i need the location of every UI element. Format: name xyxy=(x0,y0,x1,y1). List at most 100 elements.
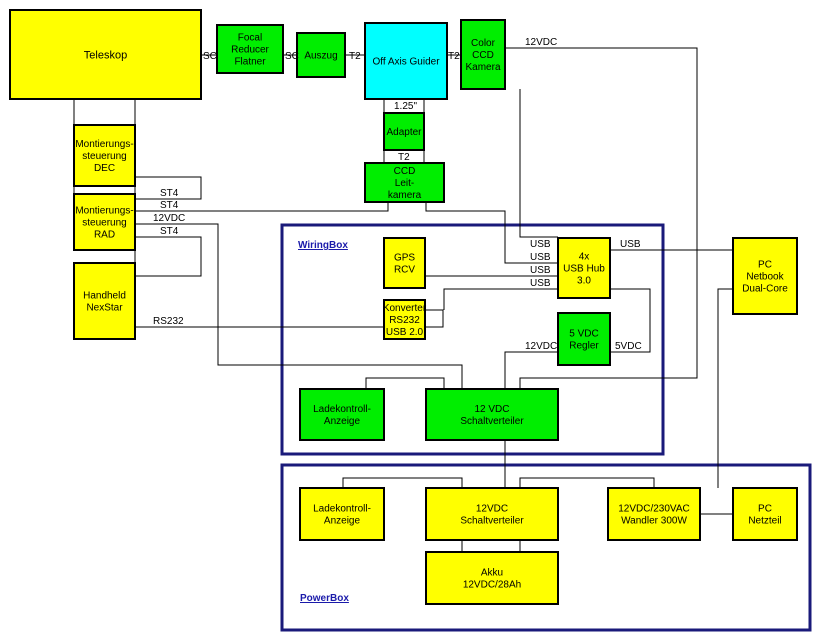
label-inch: 1.25" xyxy=(394,101,417,112)
block-adapter: Adapter xyxy=(383,112,425,151)
block-ladekontroll-pb-text: Anzeige xyxy=(324,516,361,527)
block-ccdleit-text: Leit- xyxy=(395,178,414,189)
block-handheld-box xyxy=(73,262,136,340)
block-teleskop-box xyxy=(9,9,202,100)
label-sc-1: SC xyxy=(203,51,217,62)
block-focal-text: Reducer xyxy=(231,45,269,56)
block-focal-text: Flatner xyxy=(234,57,266,68)
block-mont-rad-text: Montierungs- xyxy=(75,206,133,217)
block-teleskop: Teleskop xyxy=(9,9,202,100)
label-sc-2: SC xyxy=(285,51,299,62)
block-pc-netbook-text: PC xyxy=(758,260,772,271)
block-oag-box xyxy=(364,22,448,100)
block-konverter-text: RS232 xyxy=(389,315,420,326)
block-akku-text: 12VDC/28Ah xyxy=(463,580,521,591)
block-oag-text: Off Axis Guider xyxy=(372,57,440,68)
label-12vdc-rad: 12VDC xyxy=(153,213,185,224)
block-oag: Off Axis Guider xyxy=(364,22,448,100)
block-regler-text: Regler xyxy=(569,341,599,352)
block-gps-box xyxy=(383,237,426,289)
block-handheld-text: NexStar xyxy=(86,303,123,314)
block-konverter-text: Konverter xyxy=(383,303,427,314)
block-teleskop-text: Teleskop xyxy=(84,49,127,61)
block-usbhub-box xyxy=(557,237,611,299)
block-pc-netzteil-box xyxy=(732,487,798,541)
block-schaltverteiler-wb-box xyxy=(425,388,559,441)
block-auszug: Auszug xyxy=(296,32,346,78)
block-pc-netzteil-text: Netzteil xyxy=(748,516,781,527)
label-usb-1: USB xyxy=(530,239,551,250)
label-t2-3: T2 xyxy=(398,152,410,163)
label-usb-2: USB xyxy=(530,252,551,263)
block-schaltverteiler-wb-text: 12 VDC xyxy=(474,404,509,415)
block-mont-rad-text: RAD xyxy=(94,230,115,241)
powerbox-frame xyxy=(280,463,812,632)
block-pc-netbook-text: Dual-Core xyxy=(742,284,788,295)
block-ladekontroll-pb-box xyxy=(299,487,385,541)
block-usbhub-text: 3.0 xyxy=(577,276,591,287)
block-ladekontroll-pb-text: Ladekontroll- xyxy=(313,504,371,515)
block-ladekontroll-wb: Ladekontroll-Anzeige xyxy=(299,388,385,441)
block-konverter-text: USB 2.0 xyxy=(386,327,424,338)
block-colorccd-box xyxy=(460,19,506,90)
label-rs232: RS232 xyxy=(153,316,184,327)
block-schaltverteiler-pb-text: 12VDC xyxy=(476,504,508,515)
block-handheld-text: Handheld xyxy=(83,291,126,302)
block-pc-netzteil-text: PC xyxy=(758,504,772,515)
wiringbox-label: WiringBox xyxy=(298,240,348,251)
label-t2-1: T2 xyxy=(349,51,361,62)
block-colorccd-text: Color xyxy=(471,38,496,49)
block-mont-dec-box xyxy=(73,124,136,187)
block-ccdleit-box xyxy=(364,162,445,203)
block-ladekontroll-wb-box xyxy=(299,388,385,441)
connection-lines xyxy=(73,47,733,552)
block-usbhub-text: USB Hub xyxy=(563,264,605,275)
block-schaltverteiler-wb-text: Schaltverteiler xyxy=(460,416,524,427)
block-adapter-box xyxy=(383,112,425,151)
block-mont-dec-text: Montierungs- xyxy=(75,139,133,150)
label-5vdc: 5VDC xyxy=(615,341,642,352)
block-mont-rad-box xyxy=(73,193,136,251)
block-pc-netbook-box xyxy=(732,237,798,315)
powerbox-label: PowerBox xyxy=(300,593,349,604)
block-ladekontroll-pb: Ladekontroll-Anzeige xyxy=(299,487,385,541)
block-colorccd-text: Kamera xyxy=(465,62,500,73)
block-akku-box xyxy=(425,551,559,605)
block-regler-text: 5 VDC xyxy=(569,329,598,340)
label-t2-2: T2 xyxy=(448,51,460,62)
label-st4-2: ST4 xyxy=(160,200,179,211)
block-wandler-text: Wandler 300W xyxy=(621,516,687,527)
label-usb-4: USB xyxy=(530,278,551,289)
block-wandler-text: 12VDC/230VAC xyxy=(618,504,690,515)
label-st4-3: ST4 xyxy=(160,226,179,237)
connection-labels: SC SC T2 T2 1.25" T2 ST4 ST4 12VDC ST4 R… xyxy=(153,37,642,352)
block-ccdleit-text: kamera xyxy=(388,190,422,201)
block-mont-rad-text: steuerung xyxy=(82,218,126,229)
block-usbhub-text: 4x xyxy=(579,252,590,263)
block-adapter-text: Adapter xyxy=(386,127,422,138)
block-gps-text: GPS xyxy=(394,253,415,264)
block-mont-dec-text: DEC xyxy=(94,163,115,174)
block-schaltverteiler-pb-box xyxy=(425,487,559,541)
block-ladekontroll-wb-text: Anzeige xyxy=(324,416,361,427)
block-ccdleit-text: CCD xyxy=(394,166,416,177)
block-regler-box xyxy=(557,312,611,366)
block-gps-text: RCV xyxy=(394,265,415,276)
label-12vdc-reg: 12VDC xyxy=(525,341,557,352)
